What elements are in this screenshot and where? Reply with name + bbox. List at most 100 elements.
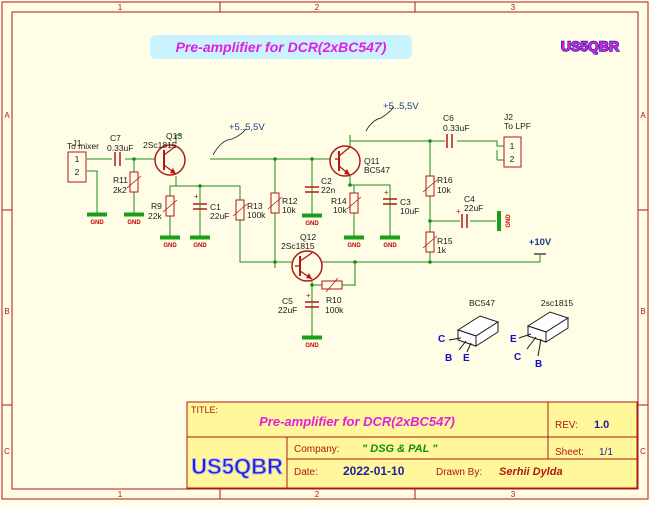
title-block-rev-label: REV: <box>555 420 578 431</box>
c6-value: 0.33uF <box>443 123 469 133</box>
resistor-r14: R14 10k <box>331 192 362 215</box>
junctions <box>132 139 432 287</box>
pinout-2sc1815: 2sc1815 E C B <box>510 298 573 370</box>
c1-polarity-icon: + <box>194 192 199 201</box>
pinout-2sc1815-pin-c: C <box>514 352 521 363</box>
r11-ref: R11 <box>113 175 128 185</box>
pinout-2sc1815-name: 2sc1815 <box>541 298 573 308</box>
ground-label: GND <box>506 214 512 228</box>
q12-value: 2Sc1815 <box>281 241 315 251</box>
ground-symbol-c1: GND <box>189 226 211 249</box>
connector-j1: J1 To mixer 1 2 <box>67 138 99 183</box>
capacitor-c1: + C1 22uF <box>193 192 229 221</box>
supply-rail-right: +5..5,5V <box>365 101 419 132</box>
title-block-drawn-by: Serhii Dylda <box>499 466 563 478</box>
supply-input: +10V <box>529 237 552 255</box>
ground-symbol-c5: GND <box>301 326 323 349</box>
ground-symbol-r14: GND <box>343 226 365 249</box>
r15-value: 1k <box>437 245 447 255</box>
title-block-date-label: Date: <box>294 467 318 478</box>
ground-symbol-c3: GND <box>379 226 401 249</box>
transistor-q11: Q11 BC547 <box>329 145 390 177</box>
j1-ref: J1 <box>73 138 82 148</box>
r12-ref: R12 <box>282 196 298 206</box>
title-block-rev: 1.0 <box>594 419 609 431</box>
supply-label-input: +10V <box>529 237 552 248</box>
capacitor-c6: C6 0.33uF <box>443 113 469 148</box>
r15-ref: R15 <box>437 236 453 246</box>
column-label-1-bottom: 1 <box>118 490 123 499</box>
ground-symbol-c2: GND <box>301 204 323 227</box>
pinout-bc547-pin-e: E <box>463 353 470 364</box>
c3-ref: C3 <box>400 197 411 207</box>
transistor-q13: Q13 2Sc1815 <box>143 131 186 176</box>
c2-ref: C2 <box>321 176 332 186</box>
ground-symbol-j1: GND <box>86 203 108 226</box>
column-label-1: 1 <box>118 3 123 12</box>
row-label-c: C <box>4 447 10 456</box>
r16-value: 10k <box>437 185 451 195</box>
q13-ref: Q13 <box>166 131 182 141</box>
j1-pin-1: 1 <box>75 154 80 164</box>
title-block-title-label: TITLE: <box>191 405 218 415</box>
supply-rail-left: +5..5,5V <box>176 122 265 156</box>
column-label-3: 3 <box>511 3 516 12</box>
resistor-r12: R12 10k <box>267 192 298 215</box>
row-label-c-right: C <box>640 447 646 456</box>
r9-ref: R9 <box>151 201 162 211</box>
row-label-b-right: B <box>640 307 645 316</box>
c6-ref: C6 <box>443 113 454 123</box>
pinout-2sc1815-pin-e: E <box>510 334 517 345</box>
c3-value: 10uF <box>400 206 419 216</box>
j2-ref: J2 <box>504 112 513 122</box>
pinout-bc547-pin-c: C <box>438 334 445 345</box>
q11-value: BC547 <box>364 165 390 175</box>
resistor-r9: R9 22k <box>148 195 178 221</box>
r14-value: 10k <box>333 205 347 215</box>
r14-ref: R14 <box>331 196 347 206</box>
title-block-sheet: 1/1 <box>599 447 613 458</box>
c3-polarity-icon: + <box>384 188 389 197</box>
c1-value: 22uF <box>210 211 229 221</box>
c4-value: 22uF <box>464 203 483 213</box>
title-block: TITLE: Pre-amplifier for DCR(2xBC547) RE… <box>186 401 638 489</box>
j2-pin-2: 2 <box>510 154 515 164</box>
title-block-logo-text: US5QBR <box>191 454 283 479</box>
ground-symbol-c4: GND <box>497 211 512 231</box>
c2-value: 22n <box>321 185 335 195</box>
capacitor-c2: C2 22n <box>305 176 335 195</box>
ground-label: GND <box>305 221 319 227</box>
ground-label: GND <box>305 343 319 349</box>
j1-pin-2: 2 <box>75 167 80 177</box>
column-label-2-bottom: 2 <box>315 490 320 499</box>
r11-value: 2k2 <box>113 185 127 195</box>
title-block-date: 2022-01-10 <box>343 464 405 478</box>
c5-value: 22uF <box>278 305 297 315</box>
connector-j2: J2 To LPF 1 2 <box>503 112 531 168</box>
pinout-bc547-name: BC547 <box>469 298 495 308</box>
capacitor-c5: + C5 22uF <box>278 291 319 315</box>
r13-ref: R13 <box>247 201 263 211</box>
q13-value: 2Sc1815 <box>143 140 177 150</box>
c7-ref: C7 <box>110 133 121 143</box>
row-label-b: B <box>4 307 9 316</box>
q12-ref: Q12 <box>300 232 316 242</box>
header-logo: US5QBR <box>560 37 620 54</box>
title-block-sheet-label: Sheet: <box>555 447 584 458</box>
header-logo-text: US5QBR <box>561 38 619 54</box>
capacitor-c4: + C4 22uF <box>456 194 483 228</box>
column-label-3-bottom: 3 <box>511 490 516 499</box>
c5-ref: C5 <box>282 296 293 306</box>
resistor-r13: R13 100k <box>232 199 266 221</box>
c7-value: 0.33uF <box>107 143 133 153</box>
capacitor-c3: + C3 10uF <box>383 188 419 216</box>
header-title: Pre-amplifier for DCR(2xBC547) <box>176 39 387 55</box>
q11-ref: Q11 <box>364 156 380 166</box>
ground-label: GND <box>163 243 177 249</box>
c4-ref: C4 <box>464 194 475 204</box>
ground-label: GND <box>347 243 361 249</box>
capacitor-c7: C7 0.33uF <box>107 133 133 166</box>
pinout-bc547-pin-b: B <box>445 353 452 364</box>
ground-symbol-r9: GND <box>159 226 181 249</box>
